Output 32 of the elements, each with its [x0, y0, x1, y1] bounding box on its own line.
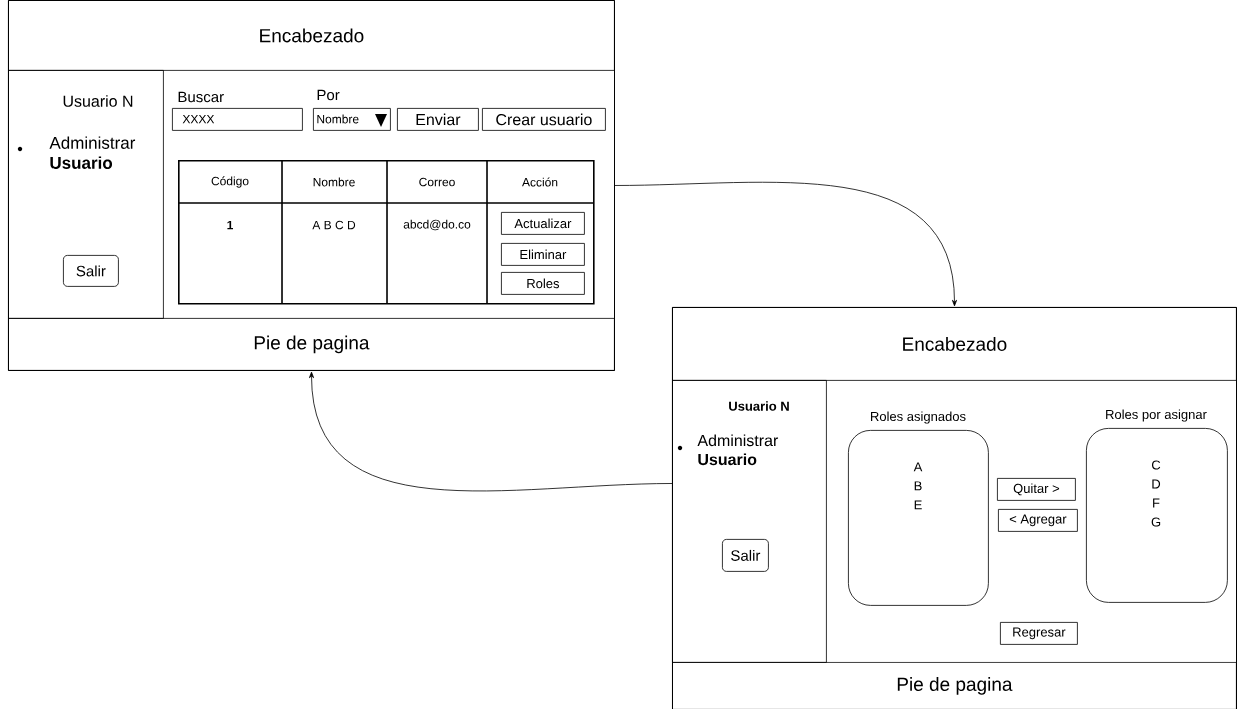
field-label: Buscar [178, 91, 224, 103]
role-list-box: Roles por asignar C D F G [1086, 409, 1228, 603]
curved-arrow [614, 181, 957, 307]
exit-button: Salir [63, 255, 119, 287]
node-label: Roles asignados [871, 411, 966, 424]
table-cell: abcd@do.co [403, 219, 471, 231]
remove-button: Quitar > [997, 478, 1076, 501]
send-button: Enviar [397, 108, 479, 131]
node-label: Roles por asignar [1106, 409, 1207, 422]
table-cell: 1 [227, 220, 233, 230]
back-button: Regresar [1000, 622, 1078, 645]
update-button: Actualizar [501, 212, 585, 235]
column-header: Correo [419, 177, 455, 187]
footer-band: Pie de pagina [8, 318, 615, 371]
table-cell: A B C D [312, 220, 356, 230]
column-header: Código [211, 176, 249, 188]
exit-button: Salir [722, 539, 769, 572]
dropdown-select: Nombre [313, 108, 391, 131]
delete-button: Eliminar [501, 243, 585, 266]
column-header: Acción [522, 177, 558, 187]
column-header: Nombre [313, 177, 355, 187]
header-band: Encabezado [8, 0, 615, 71]
add-button: < Agregar [998, 509, 1078, 532]
curved-arrow [309, 371, 673, 492]
field-label: Por [317, 89, 340, 101]
search-field: XXXX [172, 108, 303, 131]
roles-button: Roles [501, 272, 585, 295]
role-list-box: Roles asignados A B E [848, 411, 989, 606]
header-band: Encabezado [672, 307, 1237, 381]
user-table [177, 159, 595, 305]
create-user-button: Crear usuario [482, 108, 606, 131]
footer-band: Pie de pagina [672, 662, 1237, 709]
